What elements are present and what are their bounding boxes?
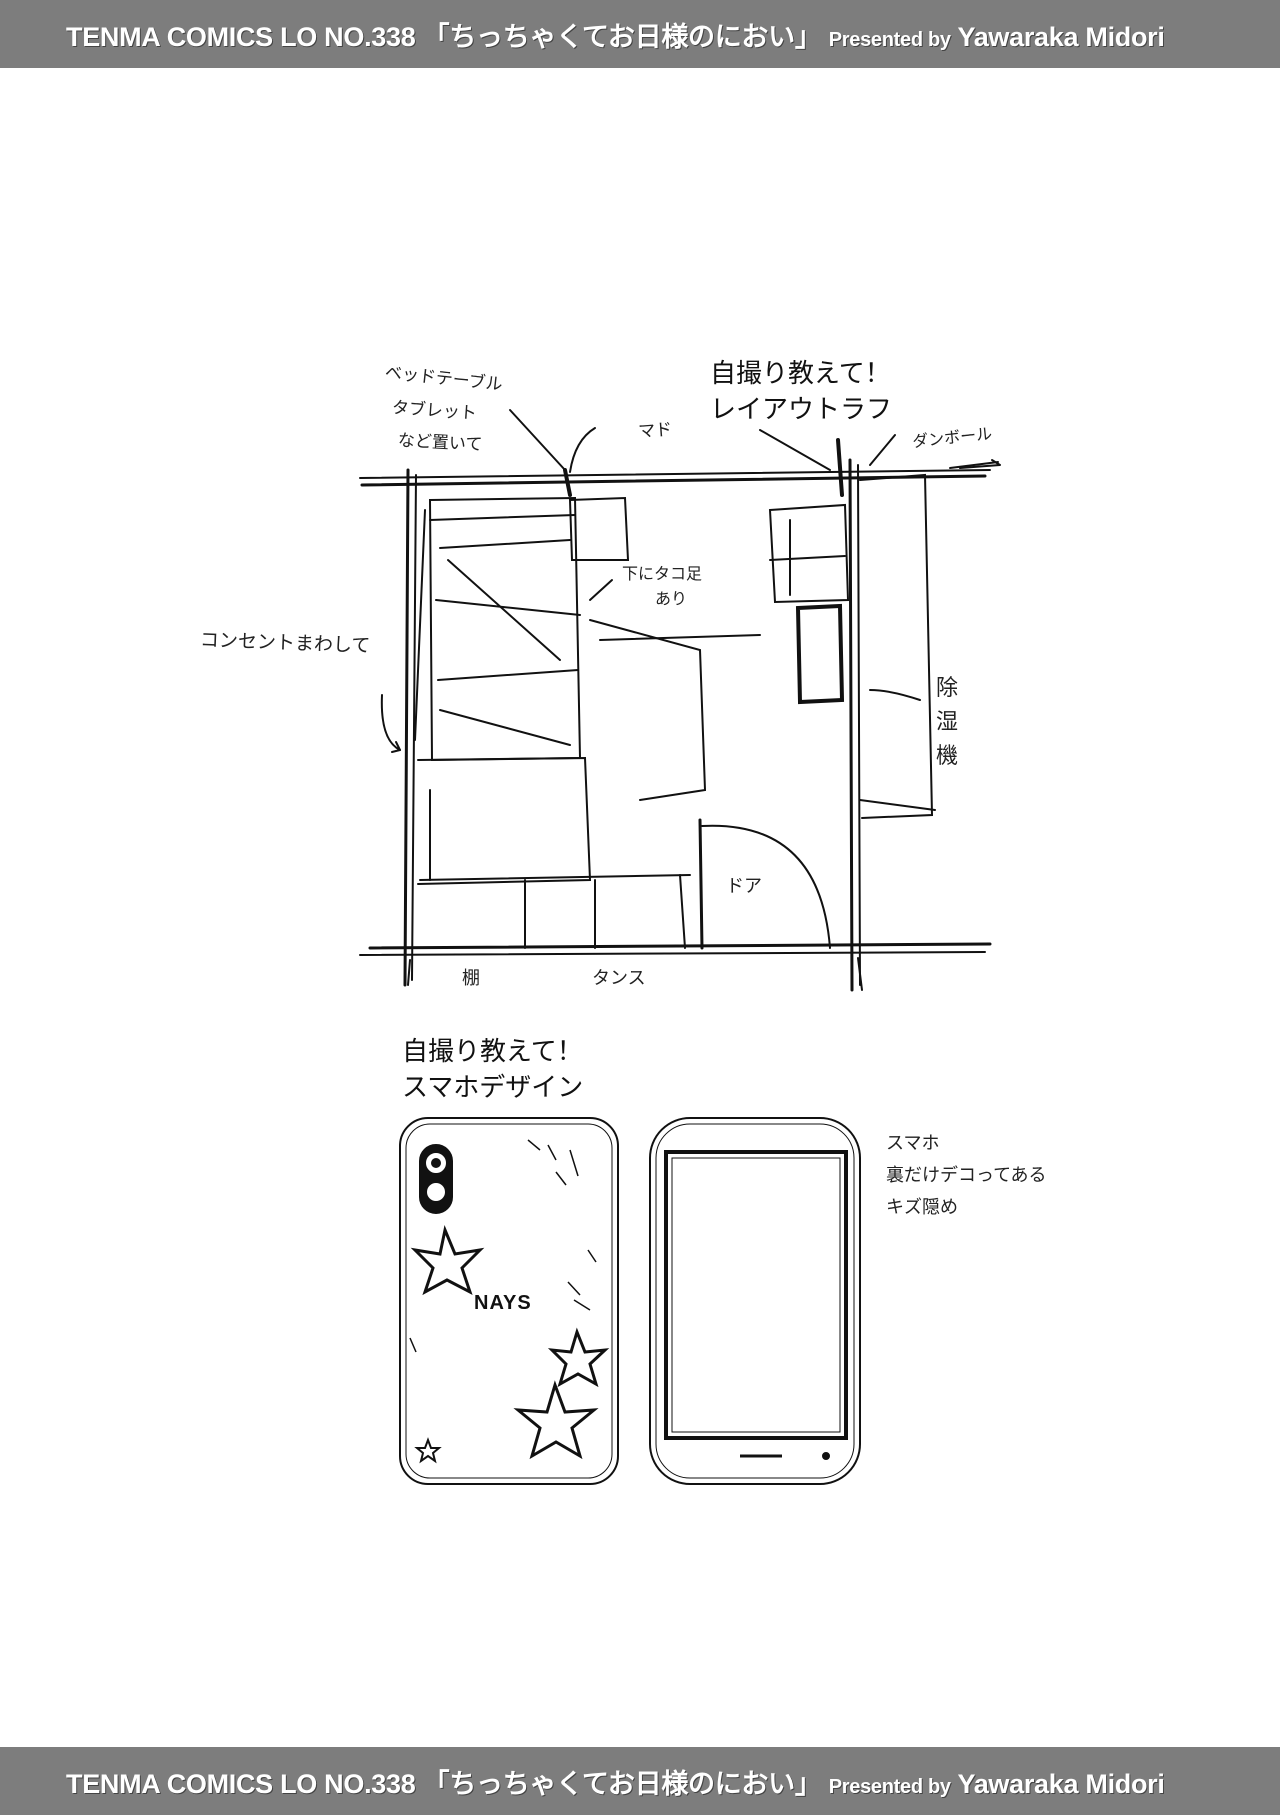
footer-bar: TENMA COMICS LO NO.338 「ちっちゃくてお日様のにおい」 P… [0,1747,1280,1815]
footer-credit: TENMA COMICS LO NO.338 「ちっちゃくてお日様のにおい」 P… [66,1762,1165,1801]
note-window: マド [637,419,673,443]
note-dehumidifier: 除湿機 [936,676,959,769]
note-door: ドア [726,876,762,897]
phone-title: 自撮り教えて！ スマホデザイン [402,1034,583,1106]
note-shelf: 棚 [462,968,480,989]
header-magazine: TENMA COMICS LO NO.338 [66,22,416,52]
header-author: Yawaraka Midori [957,22,1165,52]
header-bar: TENMA COMICS LO NO.338 「ちっちゃくてお日様のにおい」 P… [0,0,1280,68]
note-placed: など置いて [397,430,483,456]
header-presented: Presented by [828,29,951,51]
layout-title-line2: レイアウトラフ [710,395,893,425]
note-legs2: あり [655,589,688,608]
phone-front-sketch [649,1117,861,1485]
note-legs: 下にタコ足 [622,564,703,583]
note-dresser: タンス [592,968,646,989]
header-story-title: 「ちっちゃくてお日様のにおい」 [422,22,822,52]
footer-story-title: 「ちっちゃくてお日様のにおい」 [422,1769,822,1799]
room-layout-sketch [359,409,1001,992]
phone-note-line2: 裏だけデコってある [886,1165,1047,1186]
phone-note-line3: キズ隠め [886,1197,958,1218]
phone-brand-logo: NAYS [474,1292,532,1314]
footer-presented: Presented by [828,1776,951,1798]
footer-author: Yawaraka Midori [957,1769,1165,1799]
layout-title: 自撮り教えて！ レイアウトラフ [710,356,892,428]
layout-title-line1: 自撮り教えて！ [710,359,891,389]
phone-title-line1: 自撮り教えて！ [402,1037,583,1067]
phone-back-sketch [399,1117,619,1485]
header-credit: TENMA COMICS LO NO.338 「ちっちゃくてお日様のにおい」 P… [66,15,1165,54]
footer-magazine: TENMA COMICS LO NO.338 [66,1769,416,1799]
phone-title-line2: スマホデザイン [402,1073,584,1103]
phone-note: スマホ 裏だけデコってある キズ隠め [886,1128,1047,1224]
phone-note-line1: スマホ [886,1133,940,1154]
